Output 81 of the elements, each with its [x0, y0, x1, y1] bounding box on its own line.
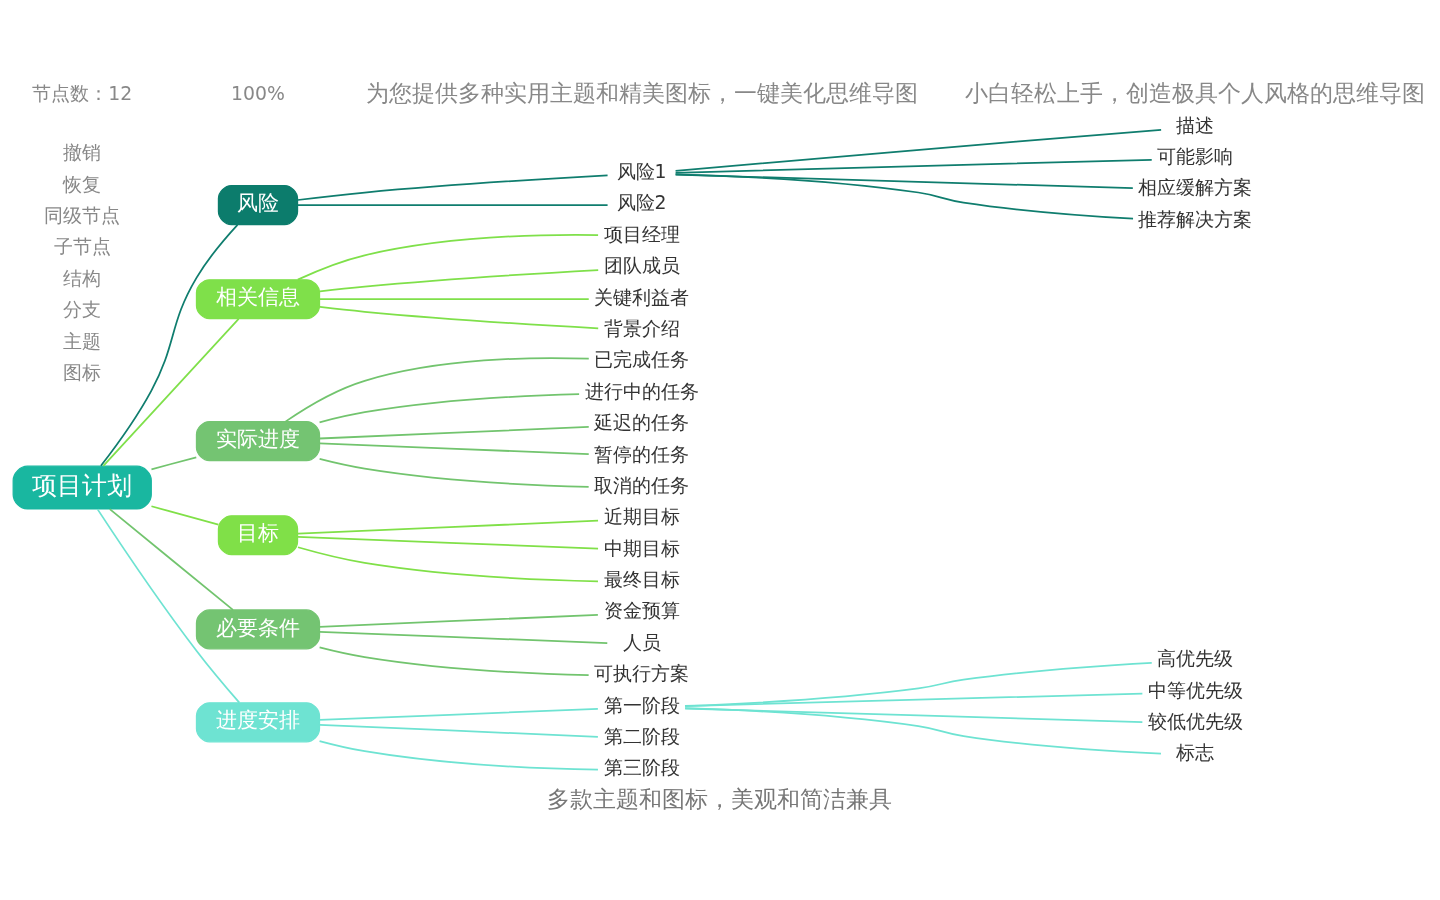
- node-box: 风险: [217, 184, 299, 225]
- node-text: 可能影响: [1157, 145, 1234, 167]
- node-text: 项目经理: [603, 223, 680, 245]
- node-text: 延迟的任务: [594, 411, 690, 433]
- connector: [318, 630, 609, 644]
- node-text: 关键利益者: [594, 286, 690, 308]
- connector: [150, 455, 198, 470]
- diagram-title: 多款主题和图标，美观和简洁兼具: [547, 785, 893, 812]
- node-text: 中等优先级: [1147, 679, 1243, 701]
- node-text: 较低优先级: [1147, 710, 1243, 732]
- connector: [674, 172, 1134, 220]
- connector: [684, 706, 1162, 755]
- node-text: 第三阶段: [603, 756, 680, 778]
- node-text: 中期目标: [603, 537, 680, 559]
- connector: [318, 297, 590, 300]
- connector: [318, 645, 590, 676]
- label: 子节点: [53, 235, 111, 257]
- node-text: 取消的任务: [594, 474, 690, 496]
- node-text: 暂停的任务: [594, 443, 690, 465]
- connector: [319, 305, 600, 329]
- label: 同级节点: [44, 204, 121, 226]
- connector: [318, 707, 599, 721]
- connector: [318, 613, 599, 628]
- connector: [318, 392, 580, 423]
- label: 100%: [231, 82, 285, 104]
- node-text: 描述: [1176, 114, 1215, 136]
- node-text: 标志: [1176, 741, 1215, 763]
- node-text: 高优先级: [1157, 647, 1234, 669]
- connector: [297, 535, 599, 549]
- connector: [108, 507, 234, 611]
- label: 图标: [63, 361, 102, 383]
- connector: [318, 723, 599, 738]
- label: 节点数：12: [32, 82, 133, 104]
- connector: [318, 425, 590, 439]
- connector: [684, 692, 1144, 707]
- node-text: 最终目标: [603, 568, 680, 590]
- connector: [297, 519, 599, 534]
- node-text: 可执行方案: [594, 662, 690, 684]
- connector: [296, 233, 599, 280]
- node-text: 资金预算: [603, 599, 680, 621]
- connector: [674, 158, 1153, 174]
- node-text: 风险1: [616, 160, 667, 182]
- label: 恢复: [63, 173, 102, 195]
- label: 结构: [63, 267, 102, 289]
- connector: [150, 504, 220, 526]
- connector: [674, 128, 1162, 172]
- node-text: 第二阶段: [603, 725, 680, 747]
- connector: [284, 356, 590, 422]
- node-box: 必要条件: [195, 608, 321, 649]
- node-text: 推荐解决方案: [1138, 208, 1253, 230]
- connector: [96, 507, 241, 704]
- node-box: 进度安排: [195, 701, 321, 742]
- node-text: 进行中的任务: [584, 380, 699, 402]
- node-text: 背景介绍: [603, 317, 680, 339]
- node-text: 近期目标: [603, 505, 680, 527]
- label: 撤销: [63, 141, 102, 163]
- node-box: 项目计划: [12, 465, 152, 509]
- connector: [297, 545, 599, 582]
- connector: [297, 203, 609, 206]
- node-text: 风险2: [616, 191, 667, 213]
- node-text: 第一阶段: [603, 694, 680, 716]
- connector: [674, 173, 1134, 189]
- connector: [318, 457, 590, 488]
- connector: [100, 223, 239, 467]
- label: 分支: [63, 298, 102, 320]
- connector: [319, 268, 600, 292]
- connector: [318, 442, 590, 455]
- node-box: 相关信息: [195, 278, 321, 319]
- node-box: 目标: [217, 514, 299, 555]
- label: 为您提供多种实用主题和精美图标，一键美化思维导图: [365, 79, 918, 106]
- connector: [102, 317, 240, 467]
- node-text: 相应缓解方案: [1138, 176, 1253, 198]
- node-text: 已完成任务: [594, 348, 690, 370]
- node-text: 团队成员: [603, 254, 680, 276]
- connector: [318, 739, 599, 771]
- label: 主题: [63, 330, 102, 352]
- node-box: 实际进度: [195, 420, 321, 461]
- connector: [684, 661, 1153, 707]
- connector: [296, 174, 609, 201]
- node-text: 人员: [622, 631, 661, 653]
- label: 小白轻松上手，创造极具个人风格的思维导图: [965, 79, 1426, 106]
